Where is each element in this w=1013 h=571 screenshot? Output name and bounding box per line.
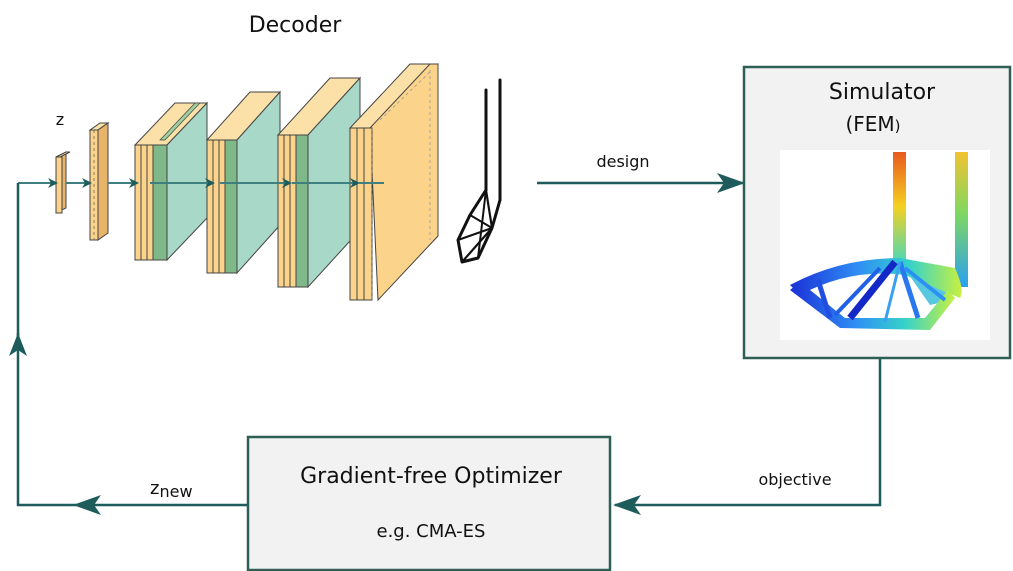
optimizer-subtitle: e.g. CMA-ES <box>377 521 486 542</box>
fem-structure <box>780 150 990 340</box>
objective-label: objective <box>758 470 831 489</box>
conv-block-1 <box>133 101 209 262</box>
objective-path <box>613 358 882 515</box>
simulator-subtitle: (FEM) <box>845 112 900 136</box>
design-sketch <box>456 78 502 264</box>
optimizer-box: Gradient-free Optimizer e.g. CMA-ES <box>246 435 612 571</box>
znew-sub: new <box>159 482 192 501</box>
znew-label: znew <box>150 478 193 501</box>
simulator-subtitle-paren: ) <box>895 117 901 135</box>
fc-layer <box>88 122 110 241</box>
decoder-title: Decoder <box>249 13 343 38</box>
z-input-label: z <box>56 110 64 129</box>
znew-path <box>16 333 248 515</box>
simulator-box: Simulator (FEM) <box>742 65 1012 360</box>
design-label: design <box>596 152 649 171</box>
output-layer <box>348 63 440 302</box>
simulator-subtitle-main: (FEM <box>845 112 894 136</box>
optimizer-title: Gradient-free Optimizer <box>300 464 563 489</box>
znew-base: z <box>150 478 159 499</box>
simulator-title: Simulator <box>829 80 936 105</box>
